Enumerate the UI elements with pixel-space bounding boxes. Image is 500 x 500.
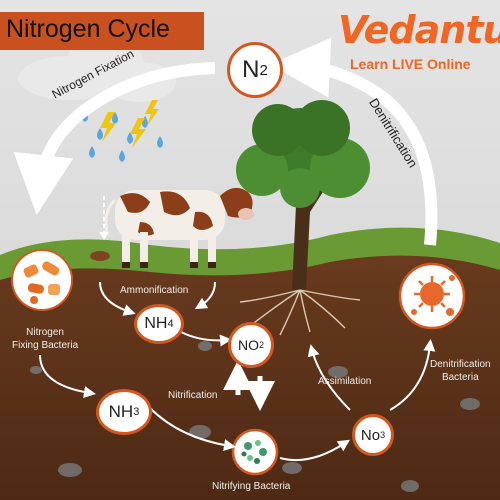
nitrifying-bacteria-icon bbox=[231, 428, 279, 476]
denitrification-bacteria-icon bbox=[398, 262, 466, 330]
tree-icon bbox=[236, 100, 370, 336]
n2-subscript: 2 bbox=[259, 61, 268, 79]
cow-icon bbox=[90, 187, 254, 268]
nh4-label: NH bbox=[144, 315, 168, 332]
n2-label: N bbox=[242, 56, 260, 83]
brand-name: Vedantu bbox=[338, 8, 500, 52]
assimilation-label: Assimilation bbox=[318, 376, 372, 387]
rain-icon bbox=[82, 110, 163, 162]
denitrification-bacteria-line2: Bacteria bbox=[441, 372, 479, 383]
title-banner: Nitrogen Cycle bbox=[0, 12, 204, 50]
ammonification-label: Ammonification bbox=[120, 285, 189, 296]
lightning-icon bbox=[100, 100, 159, 148]
nitrogen-fixing-bacteria-line2: Fixing Bacteria bbox=[12, 340, 79, 351]
fixing-bacteria-icon bbox=[11, 249, 73, 311]
brand-tagline: Learn LIVE Online bbox=[350, 56, 471, 72]
page-title: Nitrogen Cycle bbox=[6, 15, 170, 43]
stones bbox=[30, 341, 480, 492]
nitrogen-fixing-bacteria-line1: Nitrogen bbox=[26, 327, 64, 338]
denitrification-bacteria-line1: Denitrification bbox=[430, 359, 491, 370]
nitrification-label: Nitrification bbox=[168, 390, 218, 401]
no3-label: No bbox=[360, 426, 381, 444]
nitrogen-fixing-bacteria-label: Nitrogen Fixing Bacteria bbox=[12, 326, 78, 352]
nh4-subscript: 4 bbox=[167, 318, 174, 330]
nh3-label: NH bbox=[108, 402, 134, 421]
cycle-arrow-icon bbox=[13, 37, 438, 462]
nitrifying-bacteria-label: Nitrifying Bacteria bbox=[212, 481, 291, 492]
no2-label: NO bbox=[237, 337, 259, 353]
no2-subscript: 2 bbox=[258, 340, 264, 350]
no3-subscript: 3 bbox=[380, 430, 386, 440]
nh3-subscript: 3 bbox=[133, 406, 140, 418]
denitrification-bacteria-label: Denitrification Bacteria bbox=[430, 358, 491, 384]
